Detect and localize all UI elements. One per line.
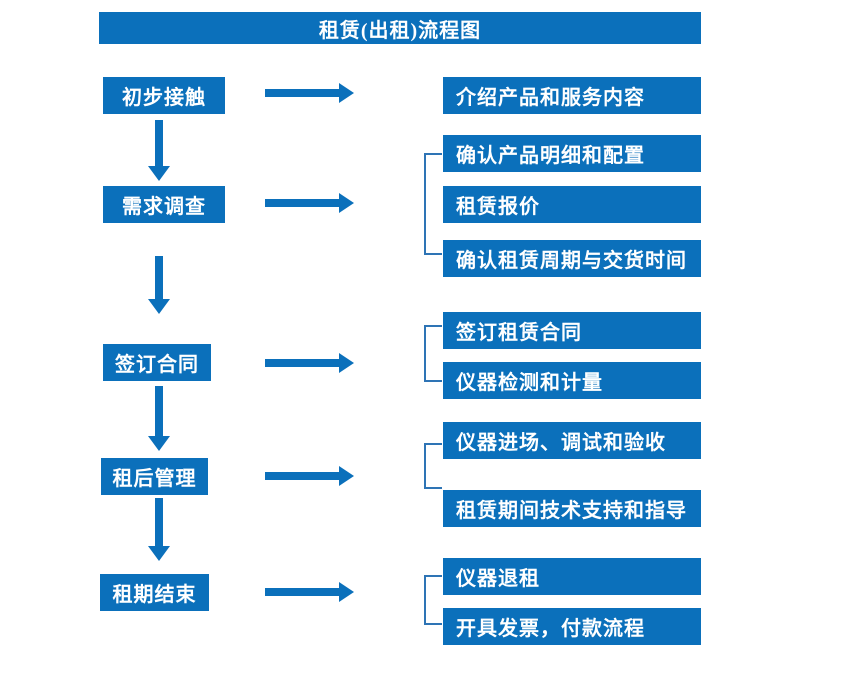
- detail-box-invoice-payment: 开具发票，付款流程: [443, 608, 701, 645]
- detail-box-instrument-testing: 仪器检测和计量: [443, 362, 701, 399]
- flowchart-title: 租赁(出租)流程图: [99, 12, 701, 44]
- step-box-post-rental-management: 租后管理: [101, 458, 208, 495]
- step-box-initial-contact: 初步接触: [103, 77, 225, 114]
- step-box-demand-survey: 需求调查: [103, 186, 225, 223]
- detail-box-instrument-return: 仪器退租: [443, 558, 701, 595]
- detail-box-instrument-setup: 仪器进场、调试和验收: [443, 422, 701, 459]
- detail-box-confirm-rental-period: 确认租赁周期与交货时间: [443, 240, 701, 277]
- bracket-sign-contract-group: [424, 325, 442, 382]
- step-box-sign-contract: 签订合同: [103, 344, 211, 381]
- bracket-demand-survey-group: [424, 153, 442, 255]
- bracket-post-rental-group: [424, 443, 442, 489]
- step-box-rental-end: 租期结束: [100, 574, 209, 611]
- detail-box-tech-support: 租赁期间技术支持和指导: [443, 490, 701, 527]
- detail-box-sign-rental-contract: 签订租赁合同: [443, 312, 701, 349]
- detail-box-confirm-product-details: 确认产品明细和配置: [443, 135, 701, 172]
- bracket-rental-end-group: [424, 575, 442, 625]
- detail-box-rental-quote: 租赁报价: [443, 186, 701, 223]
- detail-box-introduce-products: 介绍产品和服务内容: [443, 77, 701, 114]
